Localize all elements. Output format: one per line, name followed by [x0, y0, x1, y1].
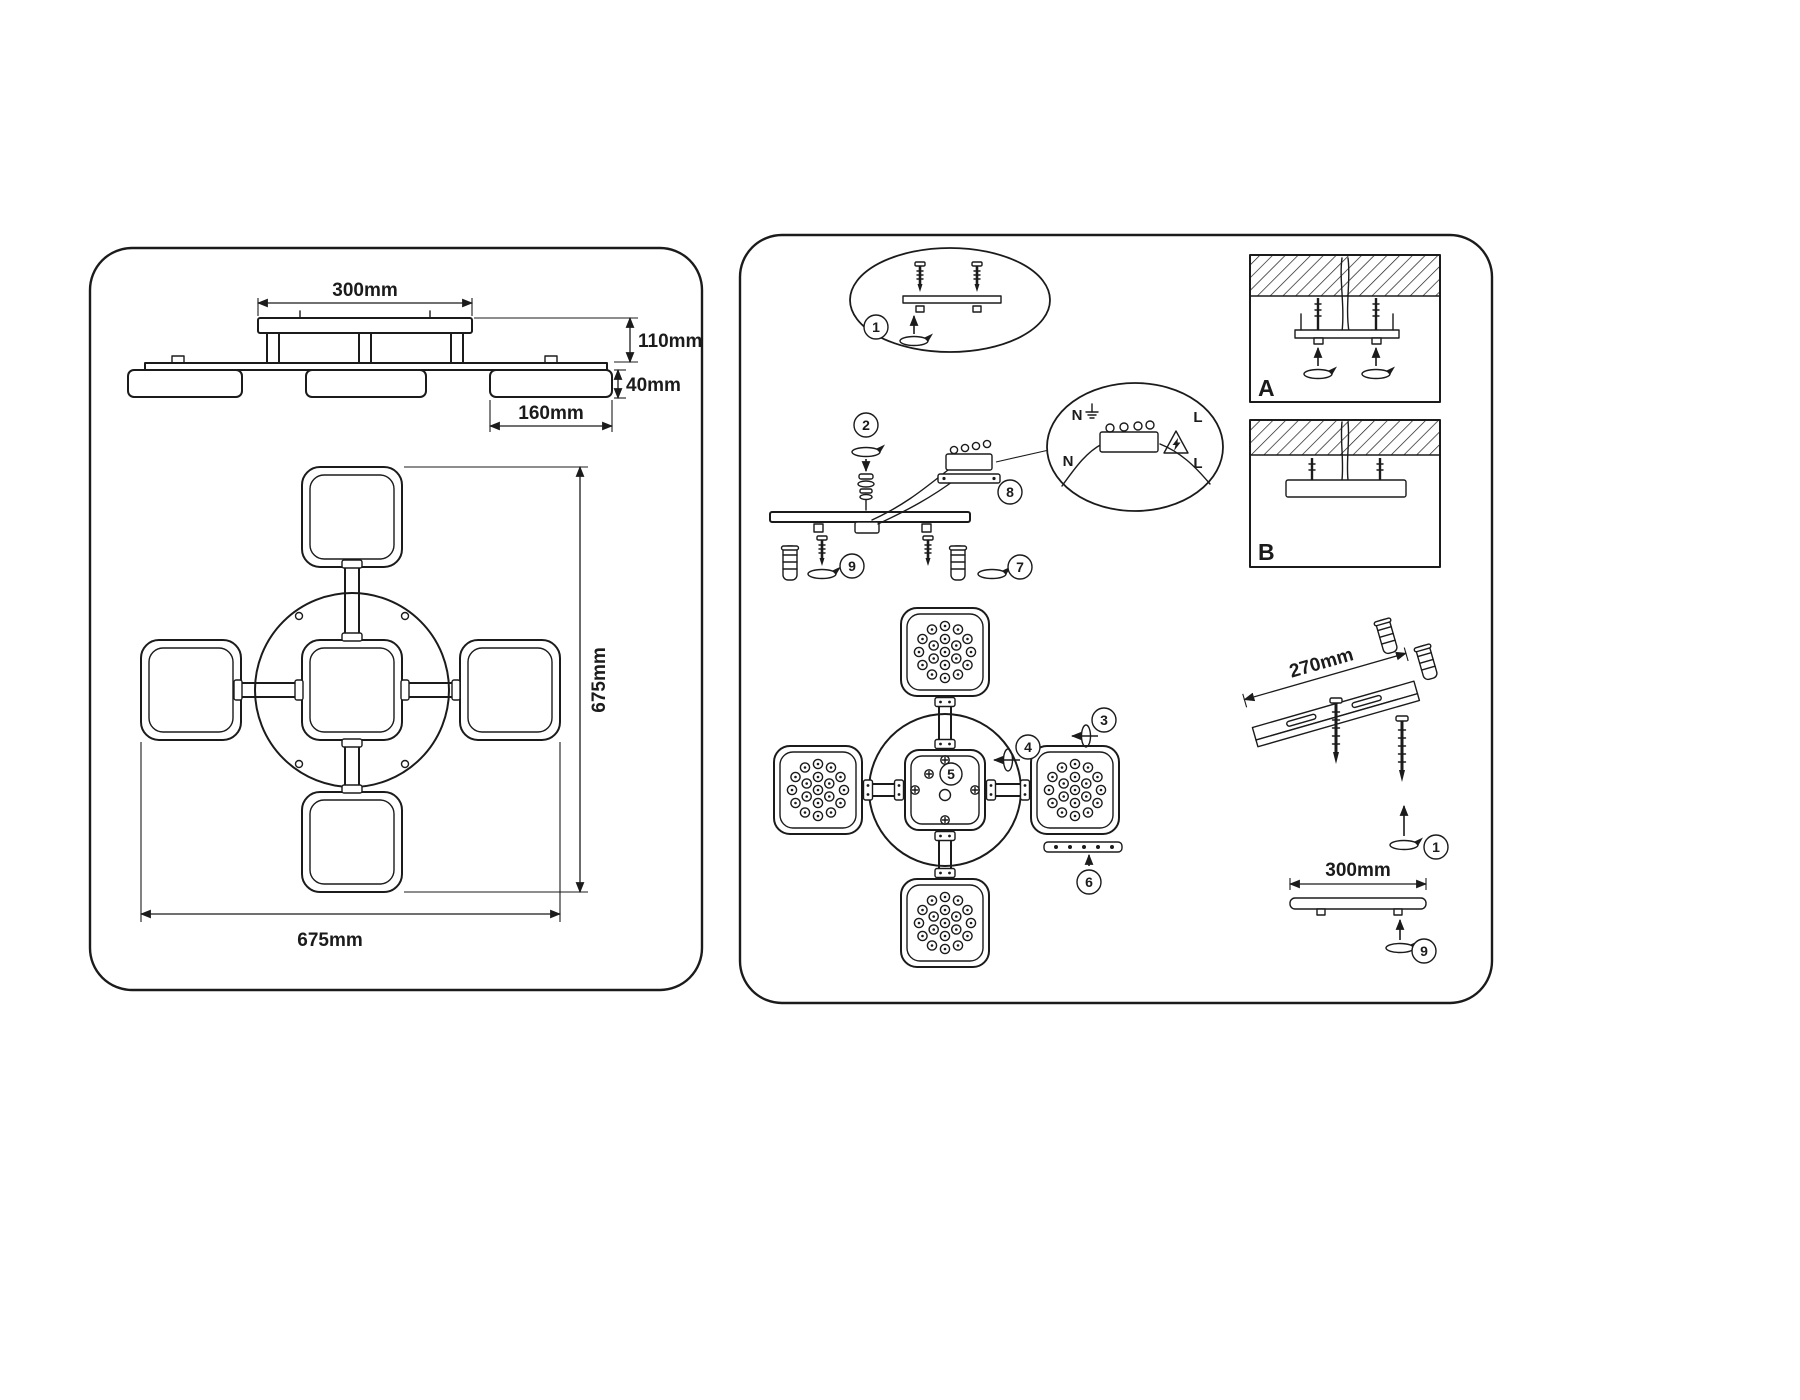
callout-9: 9	[839, 553, 865, 579]
right-panel: 1 2	[738, 233, 1494, 1005]
shade-bottom	[301, 791, 403, 893]
callout-4: 4	[1015, 734, 1041, 760]
variant-a-label: A	[1258, 375, 1275, 401]
dim-label-top-width: 300mm	[332, 280, 398, 301]
svg-text:1: 1	[1432, 839, 1440, 855]
mounting-plate-side	[257, 317, 473, 334]
dim-label-shade-height: 40mm	[626, 375, 681, 396]
callout-6: 6	[1076, 869, 1102, 895]
dim-label-overall-width: 675mm	[297, 930, 363, 951]
left-panel: 300mm 110mm 40mm 160mm	[88, 246, 704, 992]
wiring-detail: N L N L	[1046, 382, 1224, 512]
shade-center	[301, 639, 403, 741]
callout-9-bar: 9	[1411, 938, 1437, 964]
callout-8: 8	[997, 479, 1023, 505]
arm-bar-side	[144, 362, 608, 371]
callout-1: 1	[863, 314, 889, 340]
ground-symbol	[1085, 403, 1099, 419]
svg-text:3: 3	[1100, 712, 1108, 728]
svg-text:7: 7	[1016, 559, 1024, 575]
wire-label-n-top: N	[1072, 407, 1083, 424]
wire-label-l-top: L	[1193, 409, 1202, 426]
assembly-view: 5 3 4	[773, 607, 1123, 968]
callout-1-bracket: 1	[1423, 834, 1449, 860]
shade-top	[301, 466, 403, 568]
svg-text:8: 8	[1006, 484, 1014, 500]
fixture-top-view: 675mm 675mm	[139, 465, 610, 951]
dim-label-shade-width: 160mm	[518, 403, 584, 424]
svg-text:4: 4	[1024, 739, 1032, 755]
lamp-shade-center	[305, 369, 427, 398]
callout-2: 2	[853, 412, 879, 438]
svg-text:2: 2	[862, 417, 870, 433]
svg-text:9: 9	[848, 558, 856, 574]
center-body: 5	[904, 749, 986, 831]
wire-label-n-bottom: N	[1063, 453, 1074, 470]
dim-label-bar: 300mm	[1325, 860, 1391, 881]
svg-text:5: 5	[947, 766, 955, 782]
terminal-block	[937, 439, 1001, 484]
callout-3: 3	[1091, 707, 1117, 733]
callout-7: 7	[1007, 554, 1033, 580]
bar-300: 300mm 9	[1288, 860, 1437, 964]
led-strip	[1043, 841, 1123, 853]
warning-triangle-icon	[1163, 430, 1189, 454]
lamp-shade-left	[127, 369, 243, 398]
fixture-side-view: 300mm 110mm 40mm 160mm	[127, 280, 702, 432]
dim-label-overall-height: 675mm	[589, 647, 610, 713]
ceiling-mount-b: B	[1249, 419, 1441, 568]
callout-5: 5	[939, 762, 963, 786]
mounting-plate	[769, 511, 971, 523]
step2-plate-wiring: 2	[769, 412, 1050, 581]
wire-label-l-bottom: L	[1193, 455, 1202, 472]
dim-label-height-total: 110mm	[638, 331, 702, 352]
lamp-shade-right	[489, 369, 613, 398]
ceiling-mount-a: A	[1249, 254, 1441, 403]
svg-text:9: 9	[1420, 943, 1428, 959]
shade-right	[459, 639, 561, 741]
svg-text:6: 6	[1085, 874, 1093, 890]
step1-anchor-detail: 1	[849, 247, 1051, 353]
bracket-270: 270mm 1	[1242, 616, 1449, 860]
variant-b-label: B	[1258, 539, 1275, 565]
svg-text:1: 1	[872, 319, 880, 335]
shade-left	[140, 639, 242, 741]
